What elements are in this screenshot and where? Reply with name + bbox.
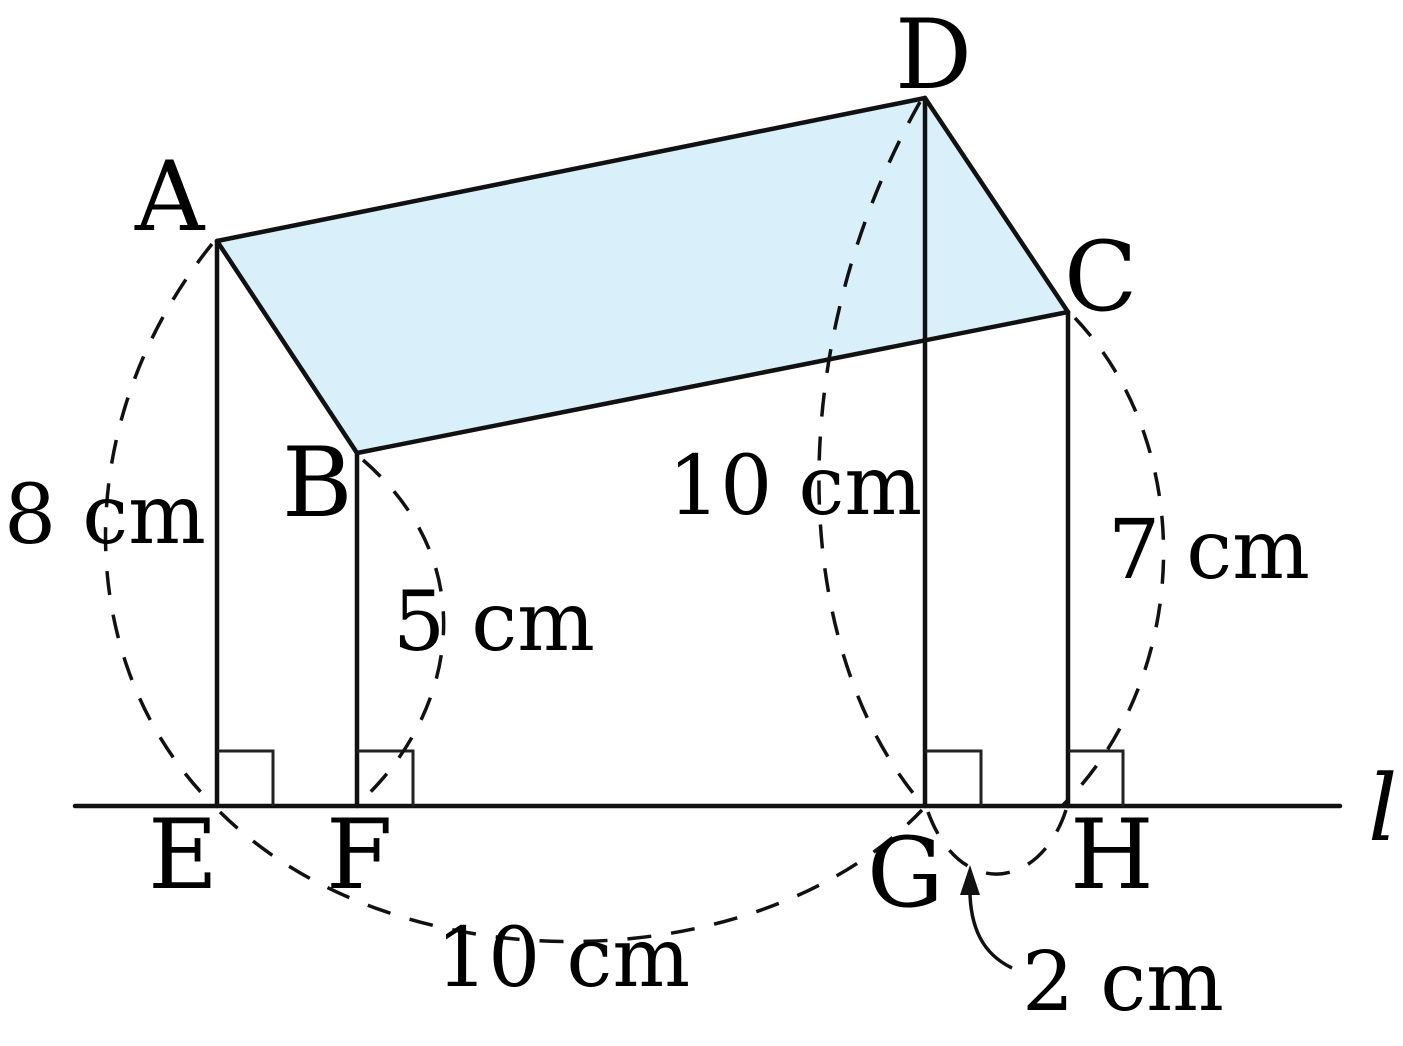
edge-bc	[354, 309, 1071, 456]
dimension-arc-gh	[926, 809, 1068, 876]
dimension-arc-eg	[218, 808, 924, 944]
line-label-l: l	[1368, 755, 1397, 862]
length-label-ch: 7 cm	[1108, 503, 1310, 598]
point-label-b: B	[282, 427, 353, 539]
edge-da	[214, 95, 928, 244]
right-angle-mark-h	[1068, 749, 1125, 806]
dimension-arc-ch	[1060, 316, 1166, 808]
point-label-d: D	[895, 0, 972, 111]
dimension-arc-dg	[817, 101, 924, 806]
point-label-h: H	[1070, 799, 1154, 911]
point-label-g: G	[867, 817, 944, 929]
edge-cd	[922, 95, 1071, 315]
dimension-arc-ae	[103, 242, 214, 806]
edge-ab	[214, 238, 360, 456]
dimension-arc-bf	[358, 458, 446, 804]
parallelogram-abcd	[217, 98, 1068, 453]
length-label-gh: 2 cm	[1022, 935, 1224, 1030]
length-label-eg: 10 cm	[436, 911, 690, 1006]
point-label-c: C	[1064, 221, 1137, 333]
point-label-a: A	[134, 141, 206, 253]
point-label-e: E	[148, 799, 218, 911]
length-label-dg: 10 cm	[668, 439, 922, 534]
length-label-ae: 8 cm	[4, 468, 206, 563]
pointer-arrow-gh	[968, 879, 1013, 970]
pointer-arrowhead	[960, 865, 980, 895]
right-angle-mark-g	[925, 749, 983, 806]
length-label-bf: 5 cm	[393, 575, 595, 670]
point-label-f: F	[326, 799, 393, 911]
right-angle-mark-e	[217, 749, 275, 806]
right-angle-mark-f	[357, 749, 415, 806]
